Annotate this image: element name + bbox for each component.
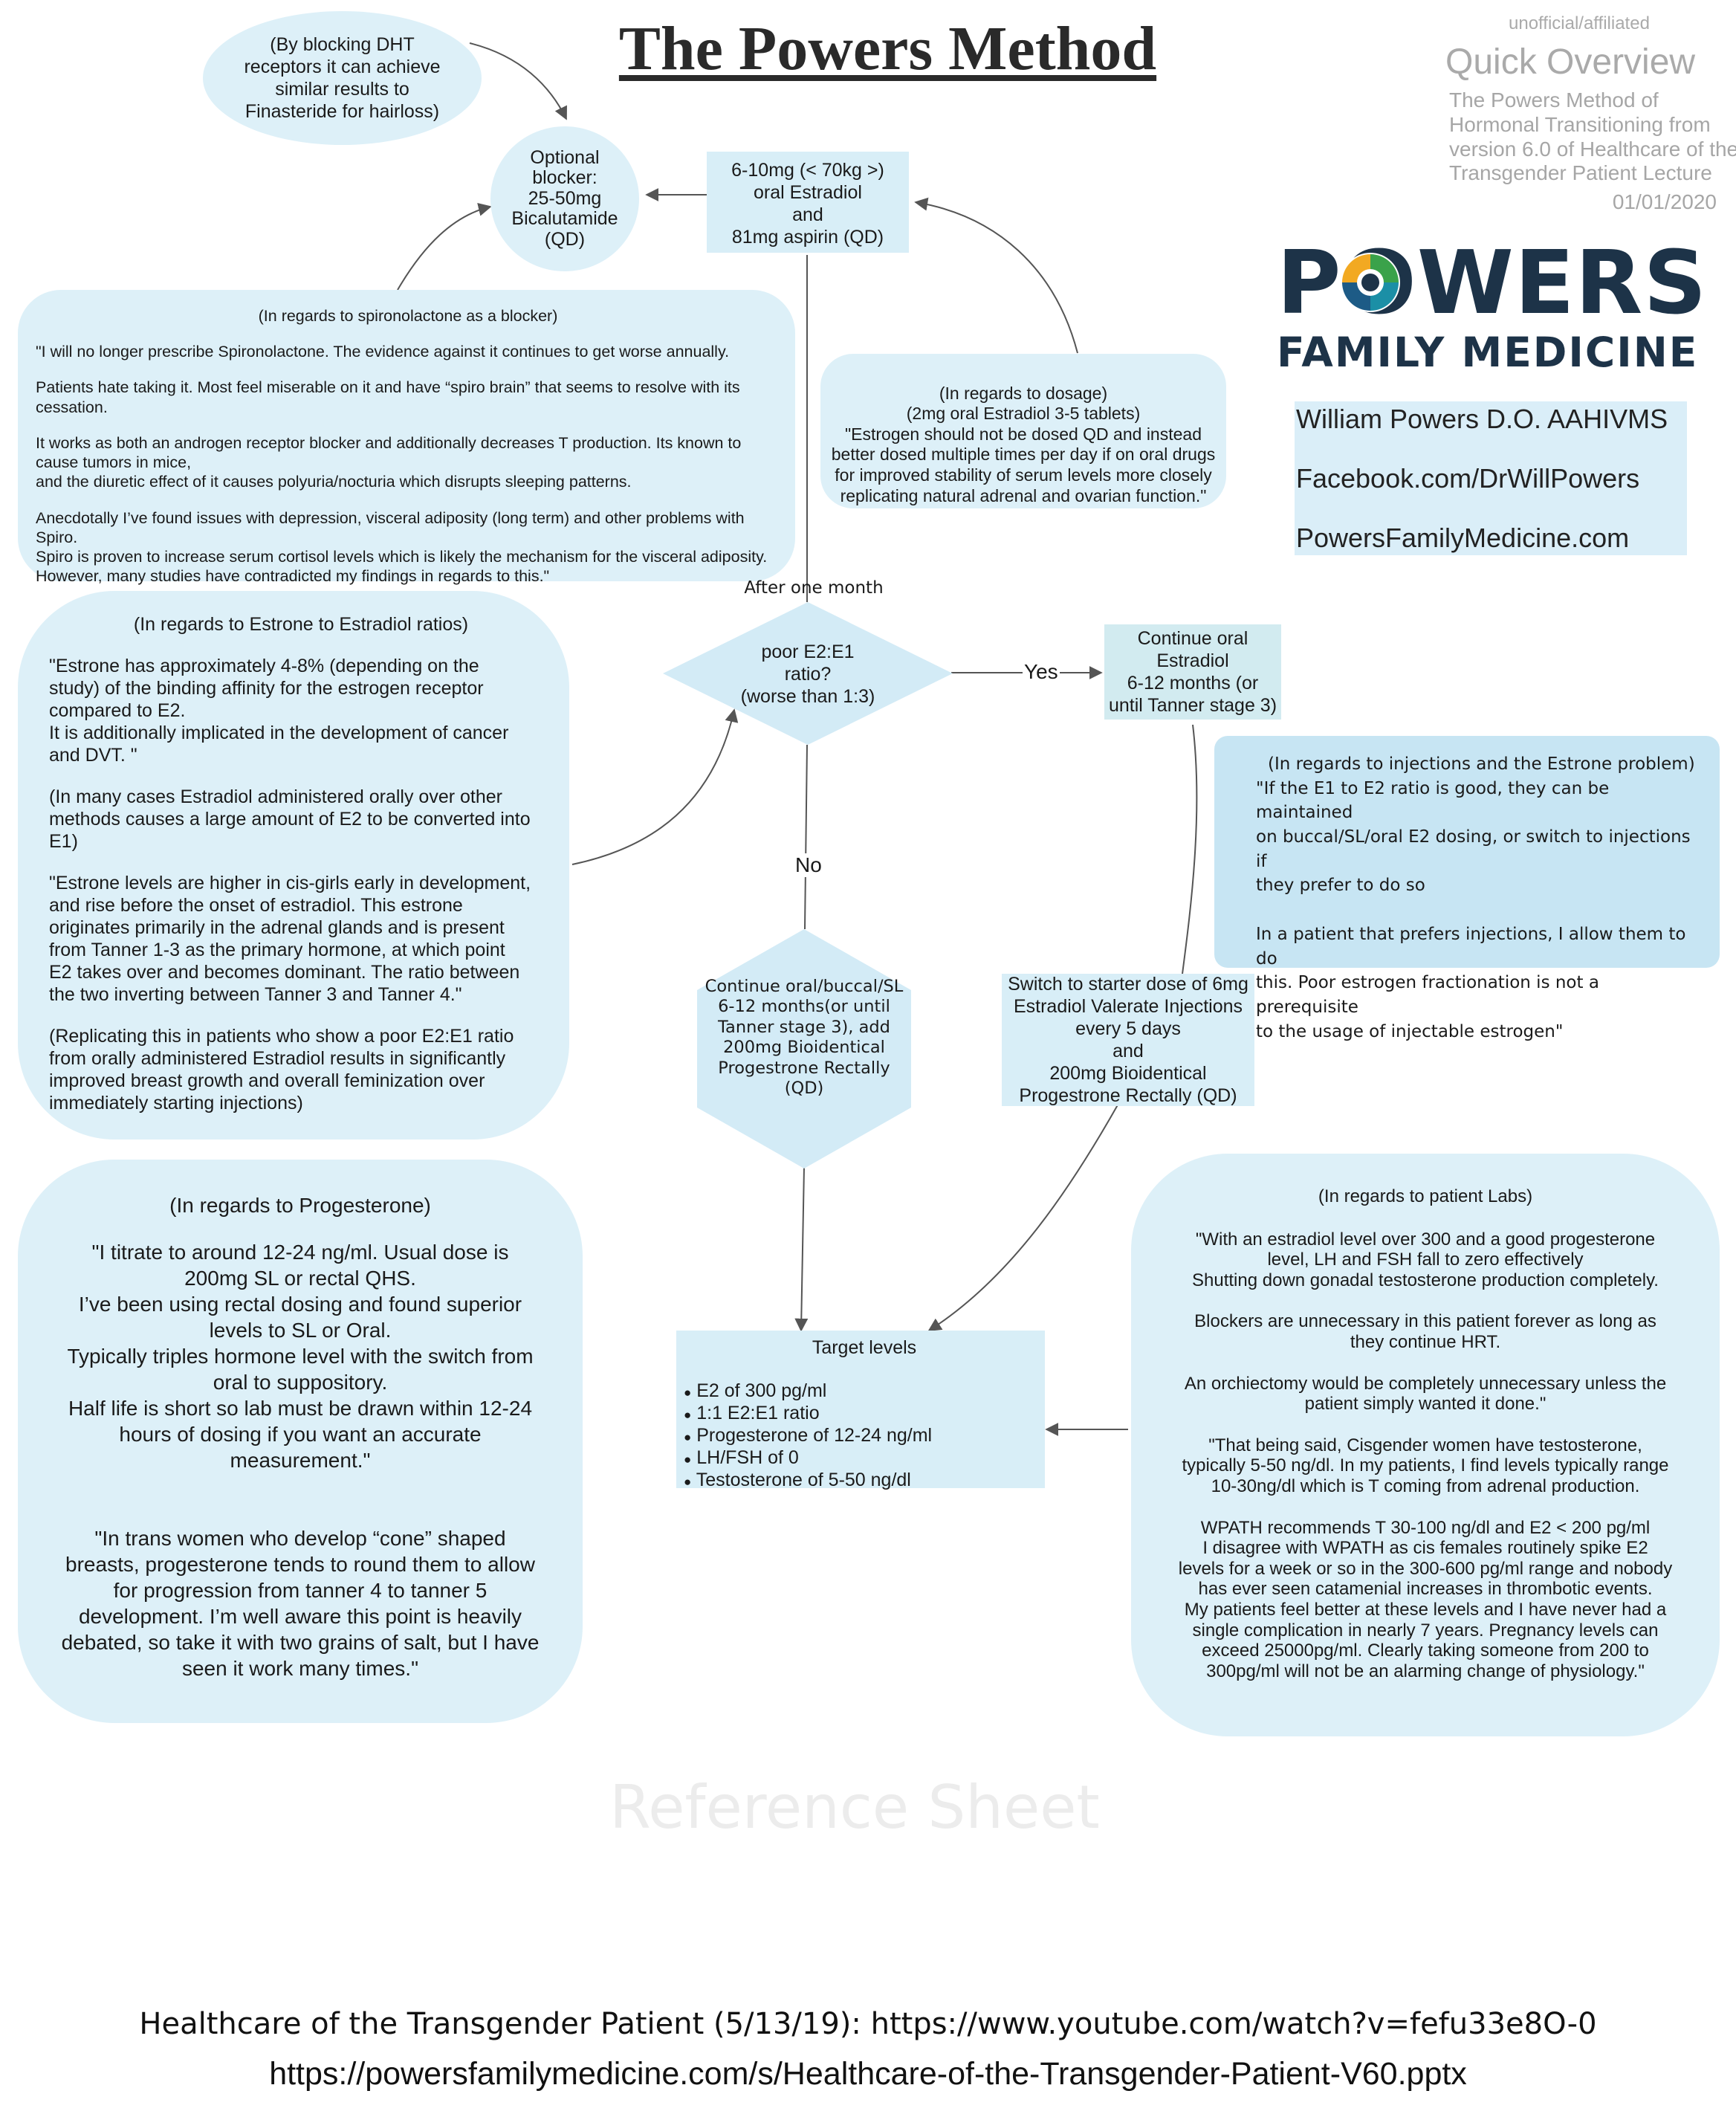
dosage-note: (In regards to dosage) (2mg oral Estradi… bbox=[820, 354, 1226, 508]
continue-buccal-hexagon bbox=[697, 929, 911, 1168]
estrone-paragraph: "Estrone levels are higher in cis-girls … bbox=[49, 873, 531, 1005]
labs-paragraph: WPATH recommends T 30-100 ng/dl and E2 <… bbox=[1178, 1517, 1673, 1681]
decision-label: poor E2:E1 ratio? (worse than 1:3) bbox=[740, 641, 875, 707]
target-levels-title: Target levels bbox=[812, 1337, 917, 1358]
estrone-paragraph: "Estrone has approximately 4-8% (dependi… bbox=[49, 656, 509, 766]
labs-paragraph: An orchiectomy would be completely unnec… bbox=[1184, 1373, 1667, 1415]
target-item: ● E2 of 300 pg/ml bbox=[684, 1380, 827, 1401]
dht-to-blocker-arrow bbox=[469, 42, 567, 120]
yes-label: Yes bbox=[1023, 660, 1060, 684]
logo-subtitle: FAMILY MEDICINE bbox=[1277, 329, 1699, 376]
progesterone-paragraph: "I titrate to around 12-24 ng/ml. Usual … bbox=[67, 1241, 534, 1472]
injections-note-title: (In regards to injections and the Estron… bbox=[1268, 754, 1695, 774]
spiro-note-title: (In regards to spironolactone as a block… bbox=[258, 307, 558, 325]
no-label: No bbox=[794, 853, 823, 877]
logo-emblem-icon bbox=[1341, 253, 1400, 312]
labs-paragraph: "That being said, Cisgender women have t… bbox=[1182, 1435, 1669, 1496]
spironolactone-note: (In regards to spironolactone as a block… bbox=[18, 290, 795, 585]
estradiol-start-node: 6-10mg (< 70kg >) oral Estradiol and 81m… bbox=[707, 152, 909, 253]
labs-note-title: (In regards to patient Labs) bbox=[1318, 1186, 1533, 1206]
estrone-paragraph: (In many cases Estradiol administered or… bbox=[49, 786, 531, 852]
labs-paragraph: "With an estradiol level over 300 and a … bbox=[1192, 1229, 1659, 1290]
switch-injections-node: Switch to starter dose of 6mg Estradiol … bbox=[1002, 974, 1254, 1106]
progesterone-paragraph: "In trans women who develop “cone” shape… bbox=[61, 1527, 540, 1680]
spiro-to-blocker-arrow bbox=[397, 203, 492, 291]
website-link[interactable]: PowersFamilyMedicine.com bbox=[1296, 523, 1630, 553]
spiro-paragraph: Anecdotally I’ve found issues with depre… bbox=[36, 508, 768, 586]
estrone-ratio-note: (In regards to Estrone to Estradiol rati… bbox=[18, 591, 569, 1140]
spiro-paragraph: "I will no longer prescribe Spironolacto… bbox=[36, 343, 730, 361]
continue-oral-to-switch-line bbox=[1181, 724, 1198, 980]
progesterone-note: (In regards to Progesterone) "I titrate … bbox=[18, 1160, 583, 1723]
after-one-month-label: After one month bbox=[744, 578, 884, 598]
spiro-paragraph: Patients hate taking it. Most feel miser… bbox=[36, 378, 740, 416]
overview-line: version 6.0 of Healthcare of the bbox=[1449, 137, 1736, 161]
footer-video-link[interactable]: Healthcare of the Transgender Patient (5… bbox=[139, 2007, 1597, 2041]
dht-note: (By blocking DHT receptors it can achiev… bbox=[203, 11, 482, 145]
overview-block: unofficial/affiliated Quick Overview The… bbox=[1397, 13, 1736, 214]
overview-line: The Powers Method of bbox=[1449, 88, 1659, 111]
injections-paragraph: "If the E1 to E2 ratio is good, they can… bbox=[1256, 778, 1691, 896]
e2-e1-decision-diamond bbox=[663, 602, 953, 745]
spiro-paragraph: It works as both an androgen receptor bl… bbox=[36, 433, 742, 491]
overview-line: Hormonal Transitioning from bbox=[1449, 112, 1711, 136]
estrone-paragraph: (Replicating this in patients who show a… bbox=[49, 1026, 514, 1113]
estrone-note-title: (In regards to Estrone to Estradiol rati… bbox=[133, 614, 469, 635]
target-levels-node: Target levels ● E2 of 300 pg/ml ● 1:1 E2… bbox=[676, 1331, 1045, 1490]
continue-oral-node: Continue oral Estradiol 6-12 months (or … bbox=[1104, 624, 1281, 720]
patient-labs-note: (In regards to patient Labs) "With an es… bbox=[1131, 1154, 1720, 1736]
continue-buccal-label: Continue oral/buccal/SL 6-12 months(or u… bbox=[705, 977, 904, 1099]
author-name: William Powers D.O. AAHIVMS bbox=[1296, 404, 1668, 434]
dosage-to-estradiol-arrow bbox=[914, 197, 1078, 354]
overview-line: Transgender Patient Lecture bbox=[1449, 161, 1712, 185]
target-item: ● 1:1 E2:E1 ratio bbox=[684, 1403, 820, 1423]
no-line bbox=[804, 744, 808, 930]
facebook-link[interactable]: Facebook.com/DrWillPowers bbox=[1296, 463, 1640, 494]
overview-date: 01/01/2020 bbox=[1612, 190, 1717, 213]
page-title: The Powers Method bbox=[618, 14, 1157, 83]
injections-paragraph: In a patient that prefers injections, I … bbox=[1256, 924, 1686, 1041]
progesterone-note-title: (In regards to Progesterone) bbox=[169, 1194, 431, 1217]
optional-blocker-node: Optional blocker: 25-50mg Bicalutamide (… bbox=[490, 126, 639, 271]
target-item: ● Testosterone of 5-50 ng/dl bbox=[684, 1470, 911, 1490]
overview-title: Quick Overview bbox=[1445, 42, 1696, 82]
powers-logo: POWERS FAMILY MEDICINE bbox=[1277, 238, 1708, 375]
injections-estrone-note: (In regards to injections and the Estron… bbox=[1214, 736, 1720, 1041]
estrone-to-decision-arrow bbox=[571, 708, 739, 865]
target-item: ● LH/FSH of 0 bbox=[684, 1447, 799, 1468]
contact-box: William Powers D.O. AAHIVMS Facebook.com… bbox=[1295, 401, 1687, 555]
footer-slides-link[interactable]: https://powersfamilymedicine.com/s/Healt… bbox=[269, 2056, 1467, 2092]
labs-paragraph: Blockers are unnecessary in this patient… bbox=[1194, 1311, 1656, 1352]
buccal-to-target-arrow bbox=[794, 1166, 809, 1332]
switch-to-target-arrow bbox=[927, 1102, 1120, 1331]
unofficial-label: unofficial/affiliated bbox=[1509, 13, 1650, 33]
target-item: ● Progesterone of 12-24 ng/ml bbox=[684, 1425, 933, 1446]
reference-sheet-watermark: Reference Sheet bbox=[609, 1773, 1100, 1842]
